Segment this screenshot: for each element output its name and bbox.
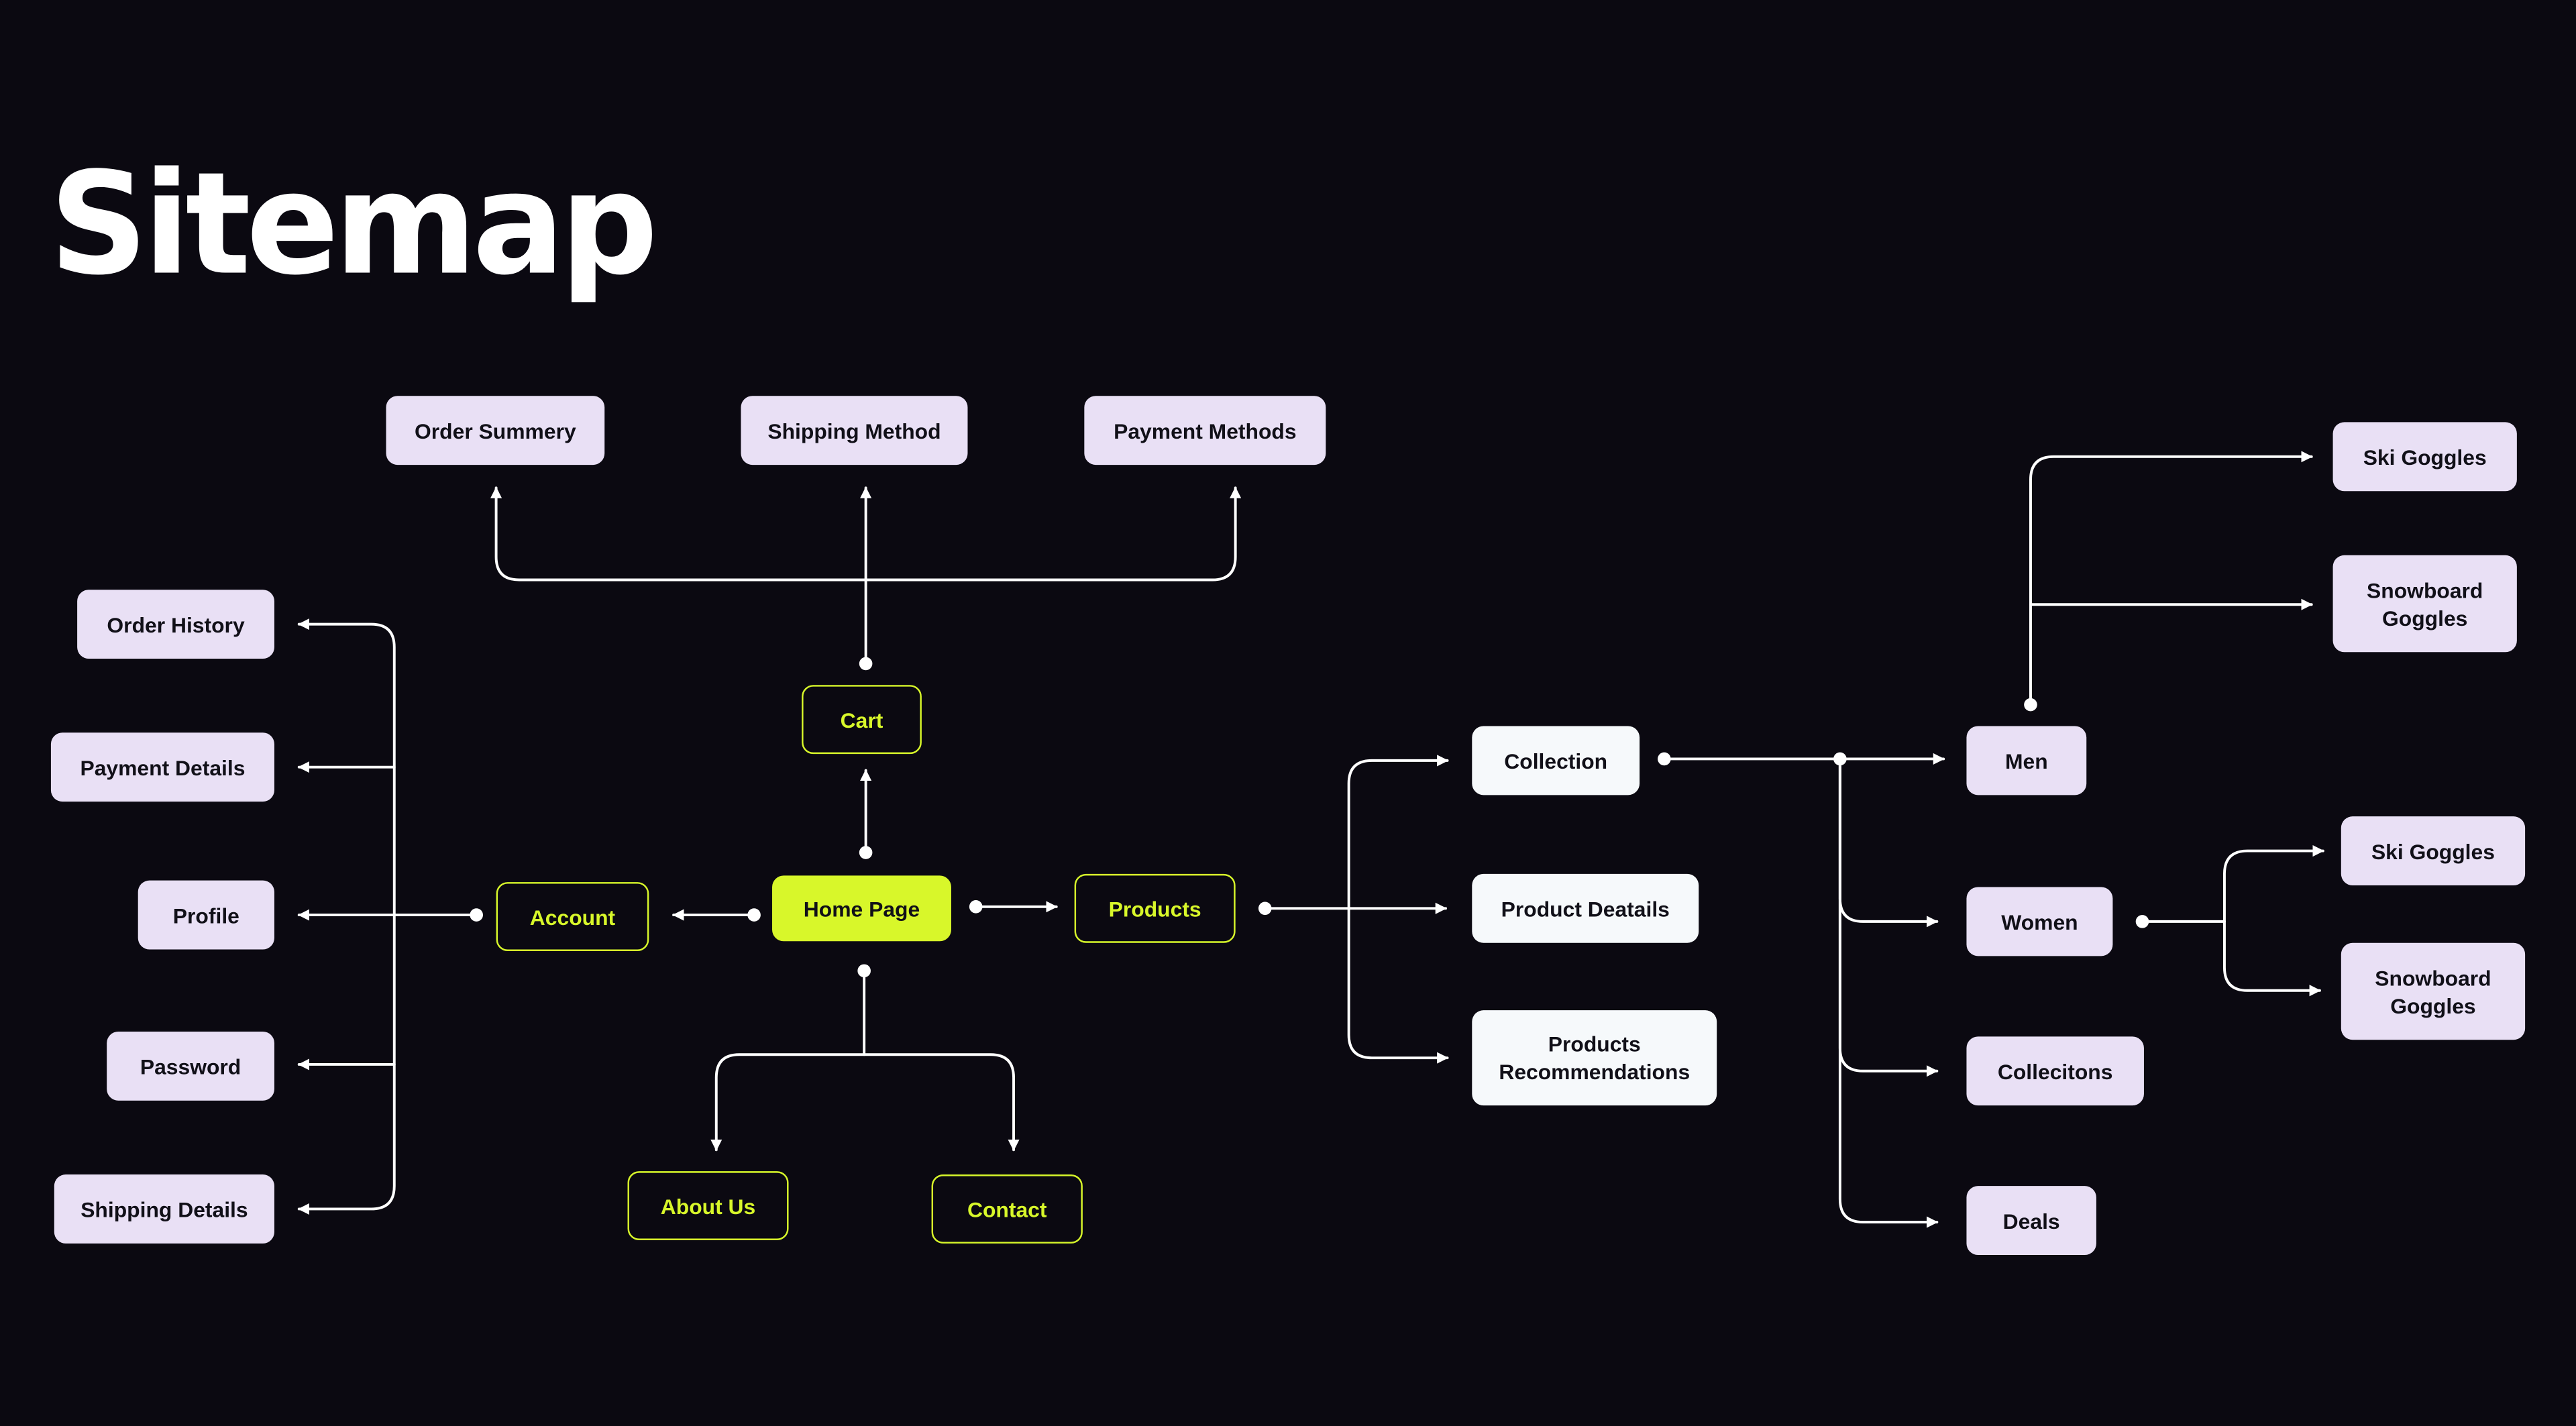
node-collections[interactable]: Collecitons [1966,1036,2144,1106]
connector-dot [2024,698,2037,712]
edge-account-order-history [297,618,396,917]
edge-cart-order-summery [490,486,867,582]
edge-collection-collections [1838,757,1939,1077]
edge-products-collection [1347,755,1449,910]
edge-products-recommendations [1347,907,1449,1064]
connector-dot [1833,752,1847,766]
node-men[interactable]: Men [1966,726,2087,796]
node-products[interactable]: Products [1074,873,1236,943]
node-about-us[interactable]: About Us [627,1171,789,1240]
connector-dot [859,657,873,671]
edge-account-shipping-details [297,914,396,1215]
node-shipping-method[interactable]: Shipping Method [741,396,968,465]
edge-collection-deals [1838,757,1939,1228]
node-women[interactable]: Women [1966,887,2113,956]
node-password[interactable]: Password [107,1031,274,1101]
edge-women-ski-goggles [2222,845,2324,923]
node-account[interactable]: Account [496,882,649,951]
node-payment-details[interactable]: Payment Details [50,732,274,802]
edge-collection-women [1838,757,1939,928]
connector-dot [859,846,873,859]
edge-home-about-us [710,969,866,1152]
edge-women-snowboard-goggles [2222,920,2321,997]
node-men-ski-goggles[interactable]: Ski Goggles [2332,422,2517,492]
node-deals[interactable]: Deals [1966,1186,2096,1256]
node-shipping-details[interactable]: Shipping Details [54,1174,274,1244]
node-men-snowboard-goggles[interactable]: Snowboard Goggles [2332,555,2517,653]
connector-dot [470,908,484,922]
connector-dot [857,964,871,978]
node-women-snowboard-goggles[interactable]: Snowboard Goggles [2341,942,2526,1040]
connector-dot [1658,752,1671,766]
connector-dot [969,900,983,914]
node-order-summery[interactable]: Order Summery [386,396,605,465]
page-title: Sitemap [49,143,658,307]
node-cart[interactable]: Cart [802,685,922,755]
connector-dot [2135,915,2149,928]
edge-cart-payment-methods [864,486,1242,582]
node-payment-methods[interactable]: Payment Methods [1084,396,1326,465]
edge-men-ski-goggles [2029,451,2313,706]
node-home-page[interactable]: Home Page [772,875,951,942]
connector-dot [1258,901,1272,916]
node-product-details[interactable]: Product Deatails [1472,873,1699,943]
node-order-history[interactable]: Order History [77,590,274,659]
node-women-ski-goggles[interactable]: Ski Goggles [2341,816,2526,886]
node-collection[interactable]: Collection [1472,726,1640,796]
edge-home-contact [863,1053,1020,1152]
node-products-recommendations[interactable]: Products Recommendations [1472,1010,1717,1106]
connector-dot [747,908,761,922]
node-contact[interactable]: Contact [931,1174,1083,1244]
node-profile[interactable]: Profile [138,880,274,950]
